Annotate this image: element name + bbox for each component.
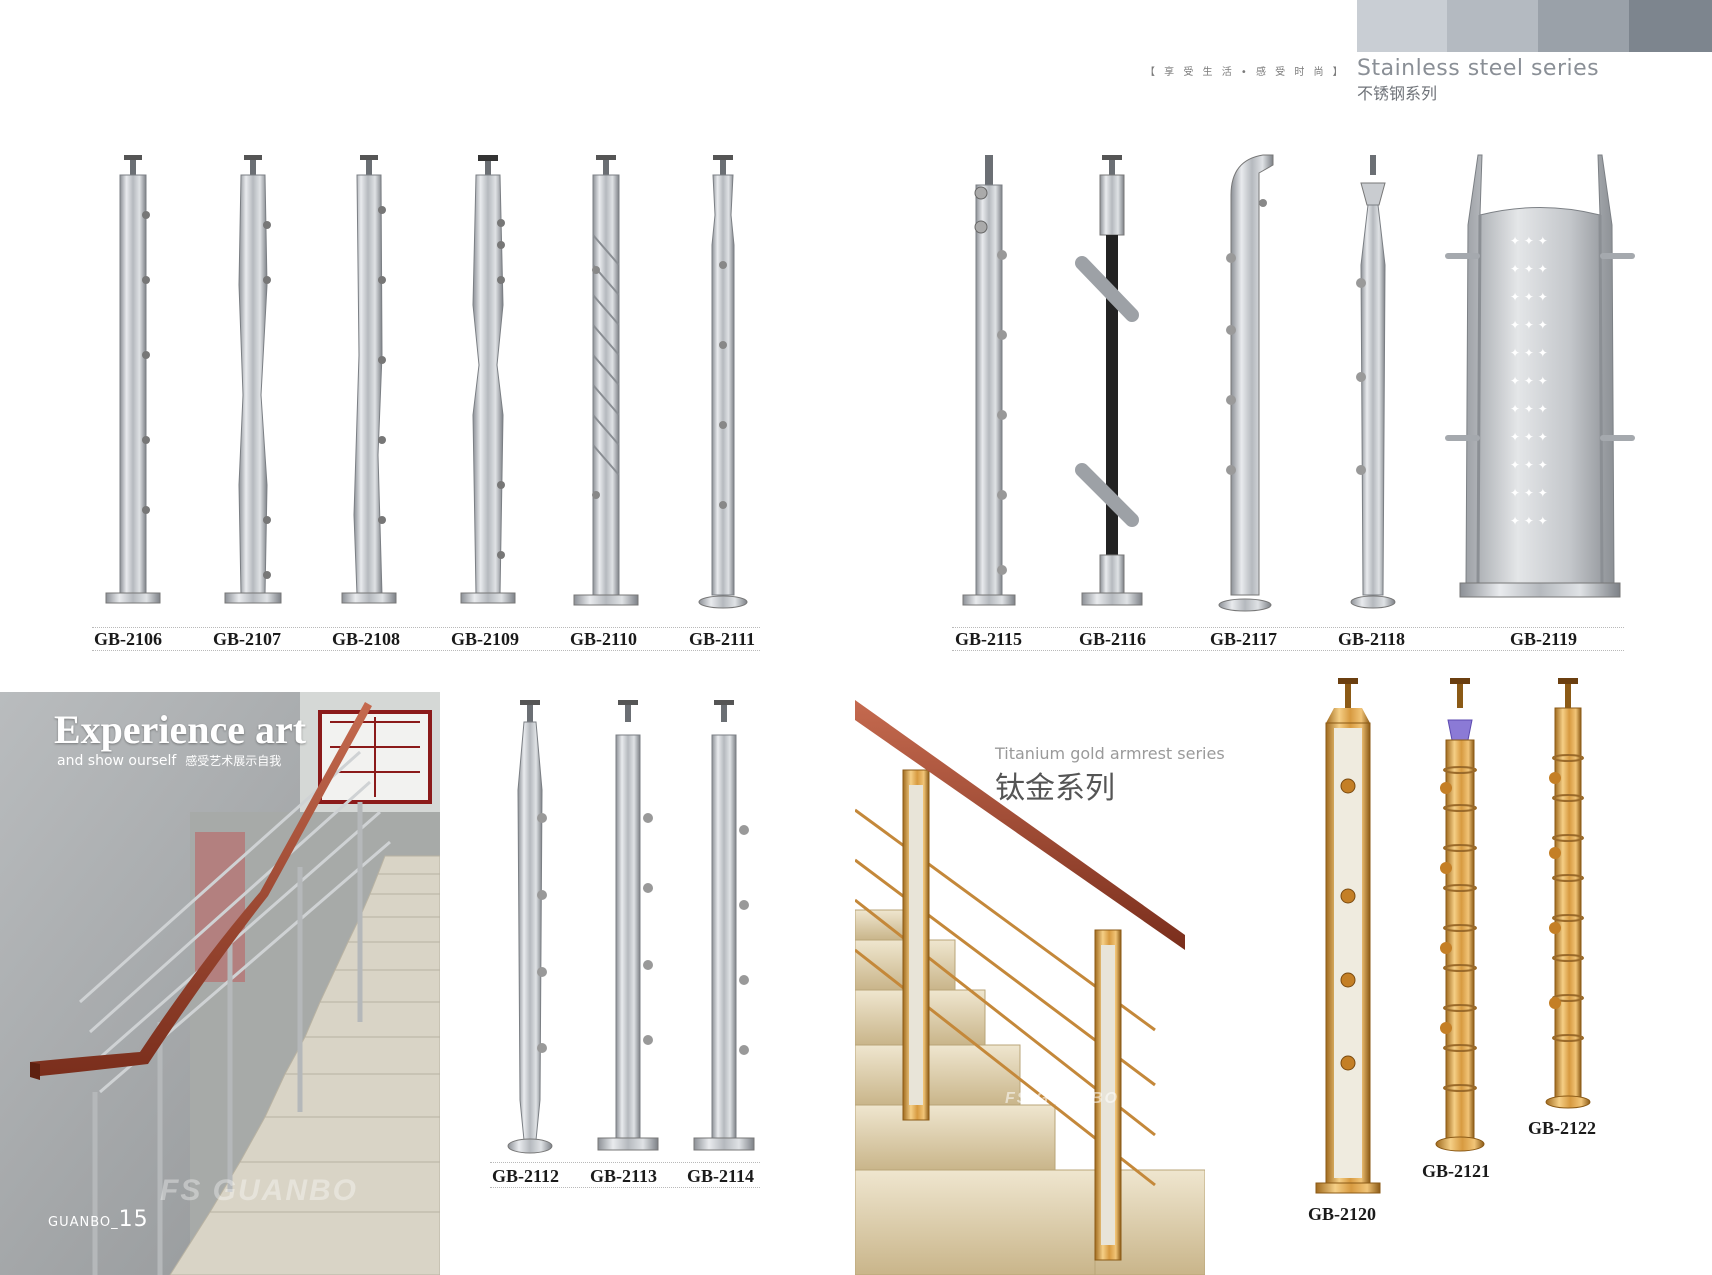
- experience-subtitle-en: and show ourself: [57, 753, 177, 769]
- product-code: GB-2112: [492, 1166, 560, 1186]
- post-gb-2115: [962, 155, 1016, 606]
- post-gb-2119: ✦ ✦ ✦ ✦ ✦ ✦ ✦ ✦ ✦ ✦ ✦ ✦ ✦ ✦ ✦ ✦ ✦ ✦ ✦ ✦ ✦ ✦ ✦ …: [1445, 154, 1635, 598]
- post-gb-2114: [693, 700, 755, 1151]
- series-title-cn: 不锈钢系列: [1357, 84, 1438, 103]
- svg-text:✦ ✦ ✦: ✦ ✦ ✦: [1510, 486, 1548, 500]
- page-number: GUANBO_15: [48, 1207, 149, 1232]
- product-code: GB-2117: [1210, 629, 1278, 649]
- divider: [490, 1162, 760, 1163]
- titanium-title-en: Titanium gold armrest series: [995, 744, 1225, 763]
- header-swatch-4: [1629, 0, 1712, 52]
- post-gb-2122: [1545, 678, 1591, 1109]
- post-gb-2113: [597, 700, 659, 1151]
- svg-text:✦ ✦ ✦: ✦ ✦ ✦: [1510, 290, 1548, 304]
- header-swatch-1: [1357, 0, 1447, 52]
- product-code: GB-2109: [451, 629, 520, 649]
- product-code: GB-2116: [1079, 629, 1147, 649]
- svg-text:✦ ✦ ✦: ✦ ✦ ✦: [1510, 458, 1548, 472]
- product-code: GB-2114: [687, 1166, 755, 1186]
- series-title-en: Stainless steel series: [1357, 56, 1600, 81]
- product-code: GB-2122: [1528, 1118, 1597, 1138]
- divider: [952, 650, 1624, 651]
- post-gb-2120: [1315, 678, 1381, 1194]
- gold-posts: [1315, 678, 1591, 1194]
- stainless-posts-row-1: [105, 155, 748, 609]
- product-code: GB-2107: [213, 629, 282, 649]
- product-code: GB-2115: [955, 629, 1023, 649]
- svg-text:✦ ✦ ✦: ✦ ✦ ✦: [1510, 346, 1548, 360]
- product-code: GB-2120: [1308, 1204, 1377, 1224]
- divider: [490, 1187, 760, 1188]
- stainless-posts-row-2: ✦ ✦ ✦ ✦ ✦ ✦ ✦ ✦ ✦ ✦ ✦ ✦ ✦ ✦ ✦ ✦ ✦ ✦ ✦ ✦ ✦ ✦ ✦ …: [962, 154, 1635, 612]
- product-code: GB-2121: [1422, 1161, 1491, 1181]
- divider: [952, 627, 1624, 628]
- divider: [92, 627, 760, 628]
- experience-subtitle: and show ourself 感受艺术展示自我: [57, 752, 281, 769]
- experience-title: Experience art: [54, 707, 307, 752]
- stainless-posts-row-3: [507, 700, 755, 1154]
- post-gb-2116: [1075, 155, 1143, 606]
- post-gb-2106: [105, 155, 161, 604]
- watermark: FS GUANBO: [160, 1174, 358, 1207]
- product-code: GB-2106: [94, 629, 163, 649]
- experience-subtitle-cn: 感受艺术展示自我: [185, 754, 282, 768]
- svg-text:✦ ✦ ✦: ✦ ✦ ✦: [1510, 374, 1548, 388]
- header-swatch-3: [1538, 0, 1629, 52]
- product-code: GB-2108: [332, 629, 401, 649]
- staircase-photo: FS GUANBO: [0, 692, 440, 1275]
- svg-text:✦ ✦ ✦: ✦ ✦ ✦: [1510, 318, 1548, 332]
- page-number-value: 15: [118, 1207, 149, 1232]
- product-code: GB-2110: [570, 629, 638, 649]
- svg-text:✦ ✦ ✦: ✦ ✦ ✦: [1510, 402, 1548, 416]
- product-code: GB-2118: [1338, 629, 1406, 649]
- post-gb-2111: [698, 155, 748, 609]
- product-code: GB-2111: [689, 629, 756, 649]
- titanium-title-cn: 钛金系列: [995, 771, 1115, 806]
- post-gb-2112: [507, 700, 553, 1154]
- divider: [92, 650, 760, 651]
- post-gb-2107: [224, 155, 282, 604]
- post-gb-2109: [460, 155, 516, 604]
- product-code: GB-2119: [1510, 629, 1578, 649]
- svg-text:✦ ✦ ✦: ✦ ✦ ✦: [1510, 430, 1548, 444]
- header-tagline: 【 享 受 生 活 • 感 受 时 尚 】: [1145, 67, 1346, 78]
- svg-text:✦ ✦ ✦: ✦ ✦ ✦: [1510, 514, 1548, 528]
- page-label: GUANBO_: [48, 1215, 119, 1230]
- watermark: FS GUANBO: [1005, 1090, 1119, 1107]
- post-gb-2110: [573, 155, 639, 606]
- svg-text:✦ ✦ ✦: ✦ ✦ ✦: [1510, 234, 1548, 248]
- post-gb-2121: [1435, 678, 1485, 1152]
- svg-text:✦ ✦ ✦: ✦ ✦ ✦: [1510, 262, 1548, 276]
- post-gb-2108: [341, 155, 397, 604]
- titanium-staircase-illustration: FS GUANBO: [855, 700, 1205, 1275]
- post-gb-2117: [1218, 154, 1274, 612]
- header-swatch-2: [1447, 0, 1538, 52]
- product-code: GB-2113: [590, 1166, 658, 1186]
- post-gb-2118: [1350, 155, 1396, 609]
